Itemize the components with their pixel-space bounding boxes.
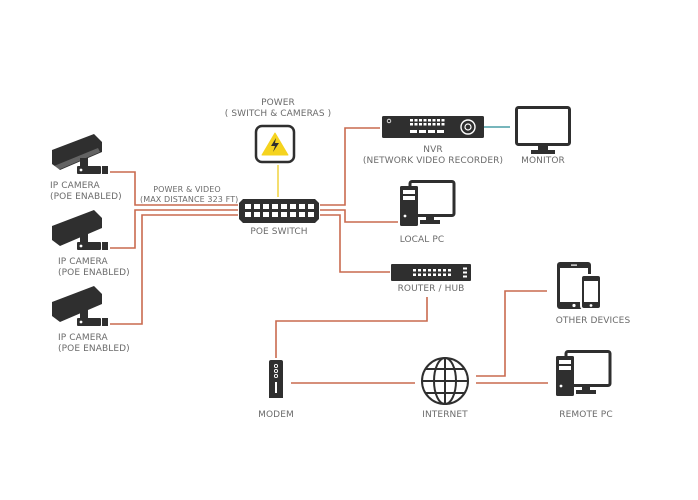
port — [254, 204, 260, 209]
port — [438, 269, 441, 272]
wire-internet-otherdevices — [476, 290, 547, 377]
nvr-note: (NETWORK VIDEO RECORDER) — [362, 156, 504, 166]
router-icon — [391, 264, 471, 281]
port — [437, 123, 440, 126]
port — [272, 204, 278, 209]
port — [410, 123, 413, 126]
wire-camera2-switch — [110, 209, 238, 249]
cctv-camera-icon — [52, 286, 108, 326]
router-label: ROUTER / HUB — [397, 284, 465, 294]
camera-1-label: IP CAMERA (POE ENABLED) — [50, 181, 122, 203]
tablet-phone-icon — [557, 262, 602, 310]
port — [448, 269, 451, 272]
port — [272, 212, 278, 217]
port — [263, 212, 269, 217]
port — [433, 269, 436, 272]
port — [432, 119, 436, 122]
port — [290, 212, 296, 217]
port — [418, 269, 421, 272]
wire-router-modem — [275, 297, 428, 358]
port — [245, 212, 251, 217]
wire-switch-nvr — [320, 127, 380, 206]
port — [437, 119, 440, 122]
port — [438, 273, 441, 276]
port — [308, 204, 314, 209]
port — [432, 123, 436, 126]
poe-switch-label: POE SWITCH — [250, 227, 308, 237]
port — [441, 123, 445, 126]
port — [443, 269, 446, 272]
camera-2-note: (POE ENABLED) — [58, 268, 130, 278]
port — [433, 273, 436, 276]
port — [308, 212, 314, 217]
power-label: POWER ( SWITCH & CAMERAS ) — [215, 98, 341, 120]
desktop-pc-icon — [400, 180, 456, 226]
nvr-icon — [382, 116, 484, 138]
edge-label-note: (MAX DISTANCE 323 FT) — [140, 195, 239, 204]
internet-label: INTERNET — [422, 410, 468, 420]
nvr-label: NVR (NETWORK VIDEO RECORDER) — [358, 145, 508, 167]
power-warning-icon — [254, 124, 296, 164]
wire-switch-localpc — [320, 209, 398, 223]
port — [263, 204, 269, 209]
port — [290, 204, 296, 209]
camera-1-name: IP CAMERA — [50, 181, 100, 191]
port — [428, 123, 431, 126]
port — [437, 130, 444, 133]
network-switch-icon — [239, 199, 319, 223]
monitor-icon — [515, 106, 571, 154]
camera-2-name: IP CAMERA — [58, 257, 108, 267]
port — [428, 119, 431, 122]
port — [413, 273, 416, 276]
port — [419, 130, 426, 133]
edge-label-title: POWER & VIDEO — [153, 185, 221, 194]
wire-switch-router — [320, 214, 390, 273]
modem-icon — [269, 360, 283, 398]
port — [410, 130, 417, 133]
port — [299, 212, 305, 217]
camera-3-label: IP CAMERA (POE ENABLED) — [58, 333, 130, 355]
port — [413, 269, 416, 272]
remote-pc-label: REMOTE PC — [559, 410, 613, 420]
port — [419, 123, 422, 126]
port — [245, 204, 251, 209]
modem-label: MODEM — [258, 410, 294, 420]
camera-3-note: (POE ENABLED) — [58, 344, 130, 354]
port — [428, 269, 431, 272]
cctv-camera-icon — [52, 134, 108, 174]
power-title: POWER — [261, 98, 295, 108]
camera-3-name: IP CAMERA — [58, 333, 108, 343]
port — [281, 212, 287, 217]
wire-camera3-switch — [110, 214, 238, 325]
port — [414, 123, 418, 126]
port — [414, 119, 418, 122]
port — [410, 119, 413, 122]
port — [423, 273, 426, 276]
port — [254, 212, 260, 217]
local-pc-label: LOCAL PC — [399, 235, 445, 245]
port — [281, 204, 287, 209]
monitor-label: MONITOR — [521, 156, 565, 166]
port — [428, 273, 431, 276]
port — [448, 273, 451, 276]
port — [299, 204, 305, 209]
cctv-camera-icon — [52, 210, 108, 250]
other-devices-label: OTHER DEVICES — [555, 316, 631, 326]
desktop-pc-icon — [556, 350, 612, 396]
wire-camera1-switch — [110, 171, 238, 206]
port — [418, 273, 421, 276]
port — [443, 273, 446, 276]
power-note: ( SWITCH & CAMERAS ) — [224, 109, 332, 119]
port — [423, 269, 426, 272]
camera-1-note: (POE ENABLED) — [50, 192, 122, 202]
globe-icon — [421, 357, 469, 405]
nvr-title: NVR — [423, 145, 443, 155]
port — [441, 119, 445, 122]
port — [423, 119, 427, 122]
port — [428, 130, 435, 133]
port — [419, 119, 422, 122]
camera-2-label: IP CAMERA (POE ENABLED) — [58, 257, 130, 279]
power-video-edge-label: POWER & VIDEO (MAX DISTANCE 323 FT) — [140, 185, 239, 205]
port — [423, 123, 427, 126]
